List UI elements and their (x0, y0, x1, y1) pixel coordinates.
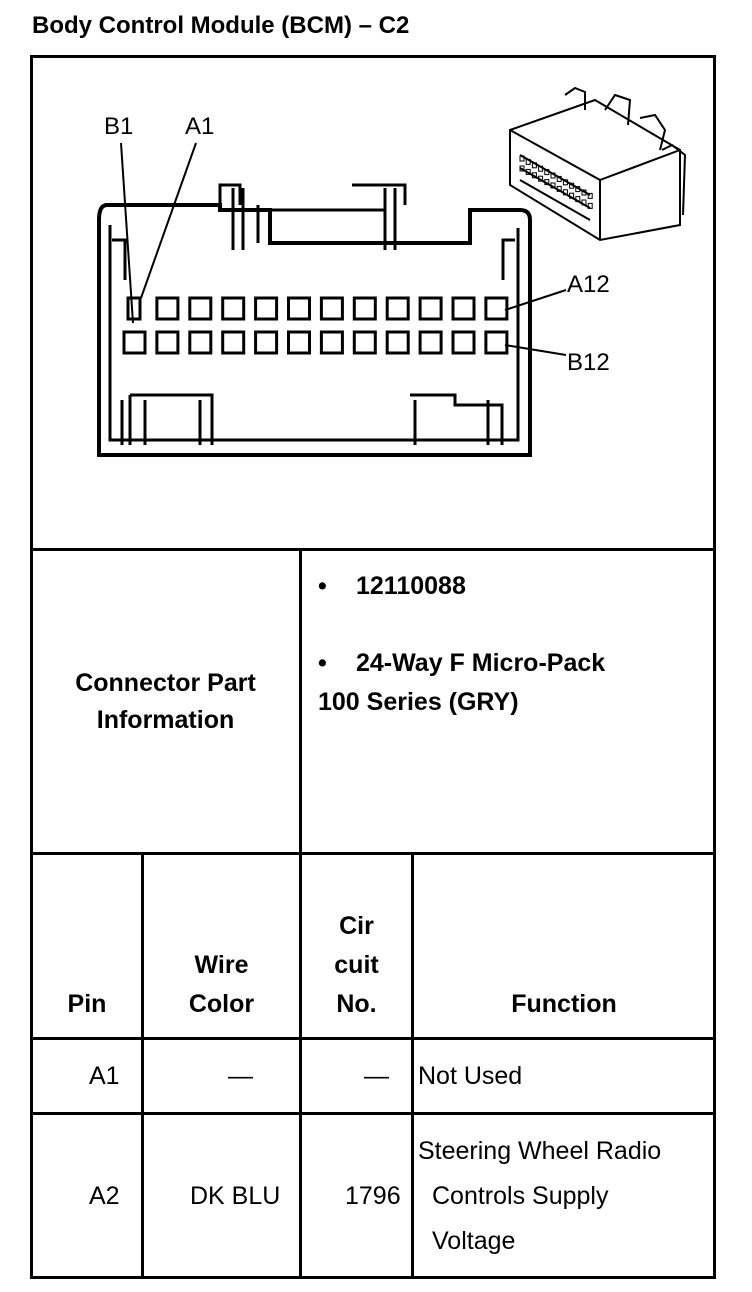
description-line2: 100 Series (GRY) (318, 688, 519, 716)
thumbnail-pin (525, 158, 531, 165)
pin-cavity-b9 (385, 330, 410, 355)
header-circuit-line3: No. (336, 990, 377, 1018)
bullet-marker: • (318, 572, 327, 600)
thumbnail-pin (575, 186, 581, 193)
row-a2-wire-color: DK BLU (190, 1182, 281, 1210)
pin-cavity-b8 (352, 330, 377, 355)
pin-cavity-b10 (418, 330, 443, 355)
pin-cavity-a9 (385, 296, 410, 321)
thumbnail-pin (538, 165, 544, 172)
row-a1-circuit: — (364, 1062, 389, 1090)
pin-cavity-a11 (451, 296, 476, 321)
pin-cavity-b3 (188, 330, 213, 355)
pin-cavity-a8 (352, 296, 377, 321)
row-a1-function: Not Used (418, 1062, 523, 1090)
description-line: • 24-Way F Micro-Pack (318, 649, 605, 678)
part-number-line: • 12110088 (318, 572, 466, 601)
divider-row (30, 1112, 716, 1115)
thumbnail-pin (538, 175, 544, 182)
pin-cavity-b2 (155, 330, 180, 355)
thumbnail-pin (587, 192, 593, 199)
pin-cavity-b5 (254, 330, 279, 355)
pin-cavity-a7 (319, 296, 344, 321)
header-pin: Pin (67, 990, 107, 1018)
row-a2-circuit: 1796 (345, 1182, 401, 1210)
thumbnail-pin (556, 175, 562, 182)
pin-cavity-a3 (188, 296, 213, 321)
pin-cavity-b4 (221, 330, 246, 355)
pin-cavity-a4 (221, 296, 246, 321)
pin-cavity-b6 (287, 330, 311, 355)
pin-cavity-b7 (319, 330, 344, 355)
thumbnail-pin (531, 162, 537, 169)
divider-wire-col (299, 852, 302, 1279)
label-a1: A1 (185, 113, 214, 140)
connector-diagram: B1 A1 A12 B12 (97, 86, 687, 457)
thumbnail-pin (531, 172, 537, 179)
label-b1: B1 (104, 113, 133, 140)
thumbnail-pin (550, 182, 556, 189)
row-a2-function-line1: Steering Wheel Radio (418, 1137, 662, 1165)
page-title: Body Control Module (BCM) – C2 (32, 12, 410, 39)
pin-cavity-b11 (451, 330, 476, 355)
thumbnail-pin (587, 202, 593, 209)
thumbnail-pin (525, 168, 531, 175)
header-function: Function (511, 990, 617, 1018)
divider-diagram (30, 548, 716, 551)
row-a1-pin: A1 (89, 1062, 120, 1090)
pin-cavity-a12 (484, 296, 509, 321)
thumbnail-pin (569, 192, 575, 199)
connector-frame (30, 55, 716, 1279)
thumbnail-pin (544, 169, 550, 176)
label-a12: A12 (567, 271, 610, 298)
header-circuit-line2: cuit (334, 951, 379, 979)
pin-cavity-b1 (122, 330, 147, 355)
header-circuit-line1: Cir (339, 912, 374, 940)
header-wire-color: Wire Color (144, 946, 299, 1024)
connector-info-label-line1: Connector Part (75, 669, 256, 697)
pin-cavity-a5 (254, 296, 279, 321)
label-b12: B12 (567, 349, 610, 376)
divider-pin-col (141, 852, 144, 1279)
pin-cavity-a1 (126, 296, 142, 321)
pin-cavity-a2 (155, 296, 180, 321)
row-a1-wire-color: — (228, 1062, 253, 1090)
divider-info (30, 852, 716, 855)
pin-cavity-a10 (418, 296, 443, 321)
description-line1: 24-Way F Micro-Pack (356, 649, 606, 677)
divider-circuit-col (411, 852, 414, 1279)
thumbnail-pin (569, 182, 575, 189)
thumbnail-pin (581, 199, 587, 206)
divider-header (30, 1037, 716, 1040)
divider-info-col (299, 548, 302, 855)
header-circuit: Cir cuit No. (302, 907, 411, 1024)
thumbnail-pin (519, 165, 525, 172)
thumbnail-pin (550, 172, 556, 179)
thumbnail-pin (544, 179, 550, 186)
header-wire-color-line1: Wire (194, 951, 249, 979)
row-a2-function-line2: Controls Supply (432, 1182, 609, 1210)
pin-cavity-a6 (287, 296, 311, 321)
connector-info-label: Connector Part Information (33, 665, 298, 739)
row-a2-function-line3: Voltage (432, 1227, 516, 1255)
header-wire-color-line2: Color (188, 990, 255, 1018)
bullet-marker: • (318, 649, 327, 677)
part-number: 12110088 (356, 572, 466, 600)
pin-cavity-b12 (484, 330, 509, 355)
connector-info-label-line2: Information (96, 706, 235, 734)
thumbnail-pin (581, 189, 587, 196)
row-a2-pin: A2 (89, 1182, 120, 1210)
thumbnail-pin (575, 196, 581, 203)
thumbnail-pin (562, 179, 568, 186)
thumbnail-pin (562, 189, 568, 196)
thumbnail-pin (556, 185, 562, 192)
thumbnail-pin (519, 155, 525, 162)
